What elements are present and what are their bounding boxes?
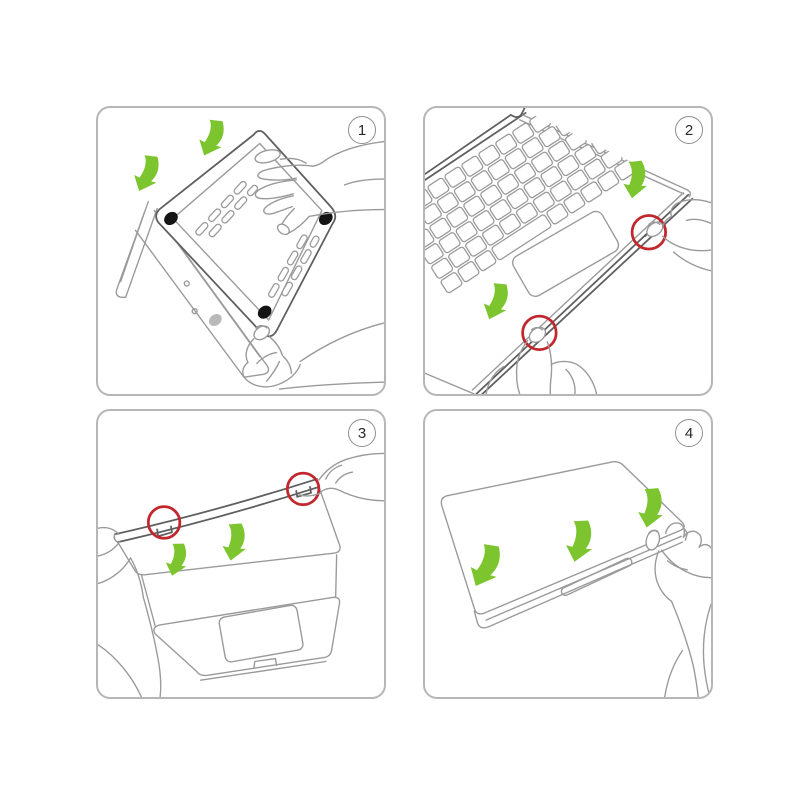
right-holding-hand-illustration — [298, 452, 384, 502]
step-number: 4 — [684, 424, 694, 442]
keyboard-deck-illustration — [425, 108, 694, 394]
step-number-badge: 3 — [348, 419, 376, 447]
gripping-hand-illustration — [645, 522, 711, 697]
step-number-badge: 1 — [348, 116, 376, 144]
top-cover-illustration — [113, 478, 341, 576]
step-2-illustration — [425, 108, 711, 394]
bottom-case-illustration — [155, 130, 337, 338]
step-4-illustration — [440, 461, 711, 697]
bottom-thumb-hand-illustration — [485, 326, 598, 394]
keyboard-keys — [425, 109, 692, 294]
red-circle-highlight — [285, 471, 321, 507]
step-number-badge: 2 — [675, 116, 703, 144]
pinching-hand-illustration — [242, 322, 384, 390]
step-2-panel: 2 — [423, 106, 713, 396]
green-arrow-icon — [479, 279, 515, 324]
step-1-illustration — [115, 115, 384, 390]
green-arrow-icon — [194, 115, 231, 161]
thumb-notch — [560, 557, 633, 597]
step-3-panel: 3 — [96, 409, 386, 699]
step-number: 1 — [357, 121, 367, 139]
green-arrow-icon — [129, 151, 166, 196]
step-4-panel: 4 — [423, 409, 713, 699]
rubber-foot-gray — [208, 314, 222, 327]
step-number-badge: 4 — [675, 419, 703, 447]
clip-tab — [156, 525, 173, 538]
pressing-hand-illustration — [254, 140, 384, 236]
red-circle-highlight — [630, 214, 668, 251]
open-laptop-illustration — [140, 554, 341, 681]
step-1-panel: 1 — [96, 106, 386, 396]
case-foot — [164, 211, 178, 226]
left-holding-hand-illustration — [98, 526, 162, 697]
step-number: 3 — [357, 424, 367, 442]
step-number: 2 — [684, 121, 694, 139]
red-circle-highlight — [521, 314, 558, 352]
trackpad — [218, 604, 304, 663]
case-foot — [318, 211, 333, 226]
right-thumb-hand-illustration — [646, 199, 711, 272]
case-foot — [257, 305, 272, 319]
trackpad — [512, 210, 620, 297]
green-arrow-icon — [220, 520, 251, 563]
clip-tab — [295, 486, 312, 498]
red-circle-highlight — [146, 505, 182, 540]
step-3-illustration — [98, 452, 384, 697]
closed-laptop-illustration — [440, 461, 689, 629]
